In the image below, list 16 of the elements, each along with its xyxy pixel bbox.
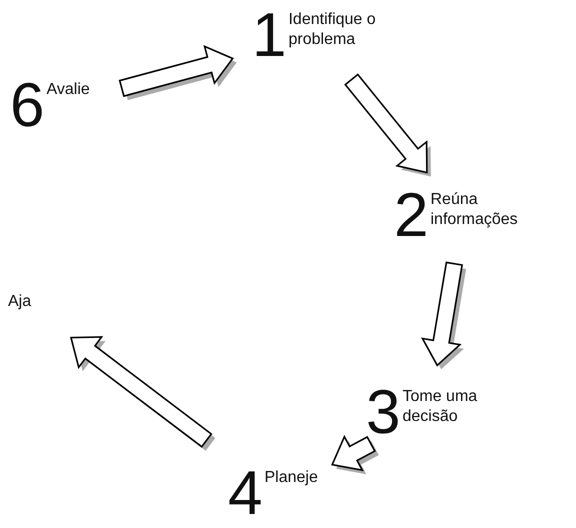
block-arrow <box>70 336 216 451</box>
step-label: Aja <box>8 292 32 312</box>
step-number: 4 <box>228 466 260 522</box>
step-label: Planeje <box>264 468 319 488</box>
block-arrow <box>421 261 466 370</box>
step-number: 6 <box>10 78 42 134</box>
block-arrow <box>118 45 237 100</box>
step-label: Identifique o problema <box>288 10 377 50</box>
step-label: Tome uma decisão <box>402 387 478 427</box>
step-label: Reúna informações <box>430 190 519 230</box>
step-number: 2 <box>394 188 426 244</box>
block-arrow <box>344 73 431 176</box>
block-arrow <box>331 434 379 474</box>
step-label: Avalie <box>46 80 91 100</box>
step-number: 1 <box>252 8 284 64</box>
step-number: 3 <box>366 385 398 441</box>
